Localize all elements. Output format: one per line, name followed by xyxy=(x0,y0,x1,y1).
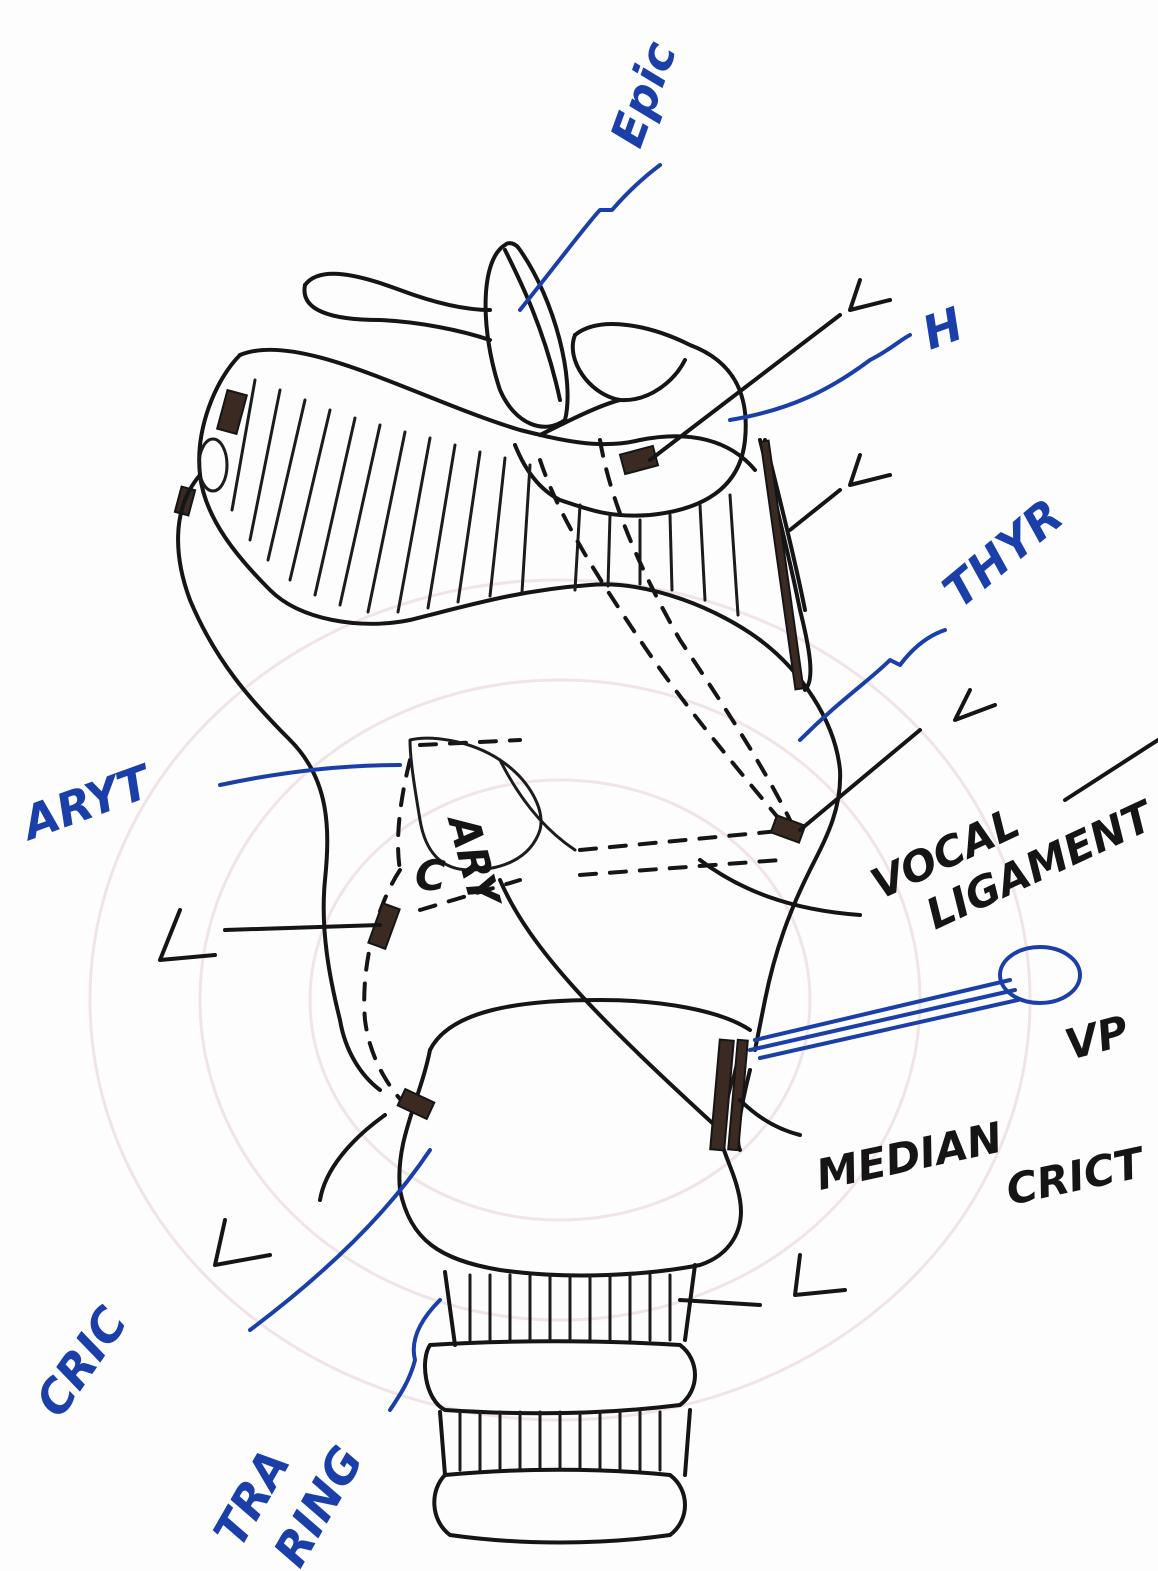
hyoid-drawing xyxy=(304,274,745,516)
thyroid-label: THYR xyxy=(932,488,1073,618)
arytenoid-label: ARYT xyxy=(12,753,160,851)
median-label-line1: MEDIAN xyxy=(812,1113,1007,1200)
epiglottis-drawing xyxy=(486,243,568,427)
arytenoid-inner-label: ARY xyxy=(438,807,511,914)
thyrohyoid-membrane xyxy=(175,350,760,640)
cricoid-drawing xyxy=(399,880,750,1275)
vocal-process-label: VP xyxy=(1060,1006,1134,1070)
cricoid-label: CRIC xyxy=(25,1297,138,1427)
trachea-drawing xyxy=(425,1265,695,1543)
cartilage-c-label: C xyxy=(415,851,446,900)
epiglottis-label: Epic xyxy=(600,34,687,153)
black-leaders xyxy=(225,315,1158,1305)
median-label-line2: CRICT xyxy=(1002,1137,1151,1214)
internal-dashed-lines xyxy=(364,440,790,1110)
hyoid-label: H xyxy=(915,296,970,360)
